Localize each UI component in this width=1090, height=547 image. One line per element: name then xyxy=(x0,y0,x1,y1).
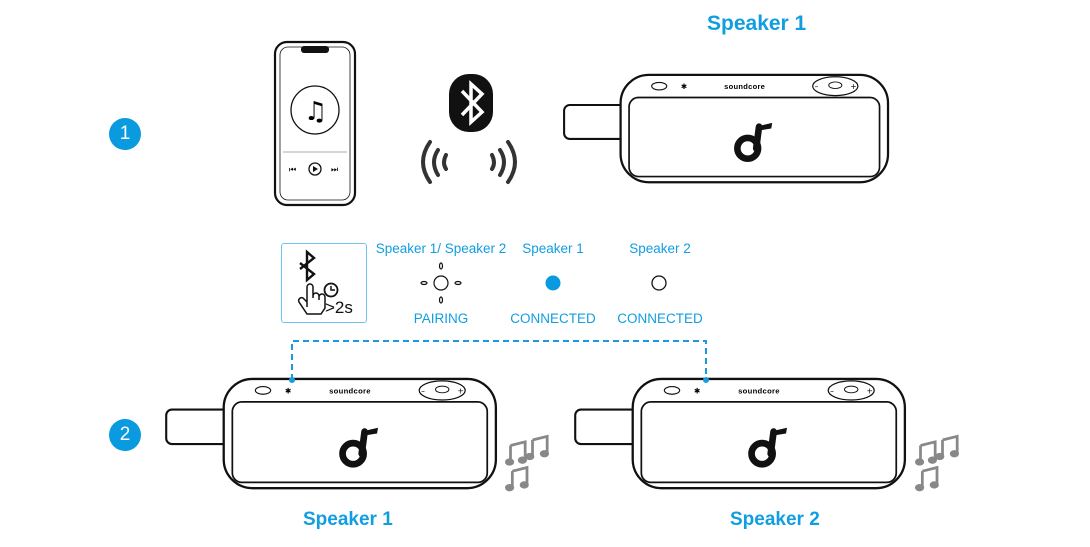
step-number-1: 1 xyxy=(109,118,141,150)
indicator-title-pairing: Speaker 1/ Speaker 2 xyxy=(375,241,507,256)
speaker-1-illustration xyxy=(166,379,496,488)
speaker-2-illustration xyxy=(575,379,905,488)
music-note-icon: ♫ xyxy=(304,97,327,127)
speaker-2-title: Speaker 2 xyxy=(730,509,820,530)
connection-line xyxy=(291,340,707,380)
signal-waves-icon xyxy=(421,140,517,184)
phone-illustration: ♫ ⏮ ⏭ xyxy=(273,40,357,207)
indicator-status-speaker-1: CONNECTED xyxy=(510,311,596,326)
indicator-status-pairing: PAIRING xyxy=(413,311,469,326)
svg-text:⏮: ⏮ xyxy=(289,165,296,174)
connected-led-white-icon xyxy=(651,275,667,291)
pairing-led-icon xyxy=(420,262,462,304)
press-hold-hint xyxy=(281,243,367,323)
speaker-1-title: Speaker 1 xyxy=(303,509,393,530)
hand-press-icon xyxy=(297,283,326,315)
speaker-1-title-top: Speaker 1 xyxy=(707,12,807,35)
svg-text:⏭: ⏭ xyxy=(331,165,338,174)
speaker-1-top-illustration xyxy=(564,75,888,182)
bluetooth-icon xyxy=(449,74,493,132)
indicator-status-speaker-2: CONNECTED xyxy=(617,311,703,326)
press-duration: >2s xyxy=(325,298,353,317)
indicator-title-speaker-2: Speaker 2 xyxy=(629,241,691,256)
music-notes-icon xyxy=(915,434,961,492)
bluetooth-icon xyxy=(299,249,316,283)
connected-led-blue-icon xyxy=(545,275,561,291)
music-notes-icon xyxy=(505,434,551,492)
clock-icon xyxy=(323,282,339,298)
indicator-title-speaker-1: Speaker 1 xyxy=(522,241,584,256)
step-number-2: 2 xyxy=(109,419,141,451)
